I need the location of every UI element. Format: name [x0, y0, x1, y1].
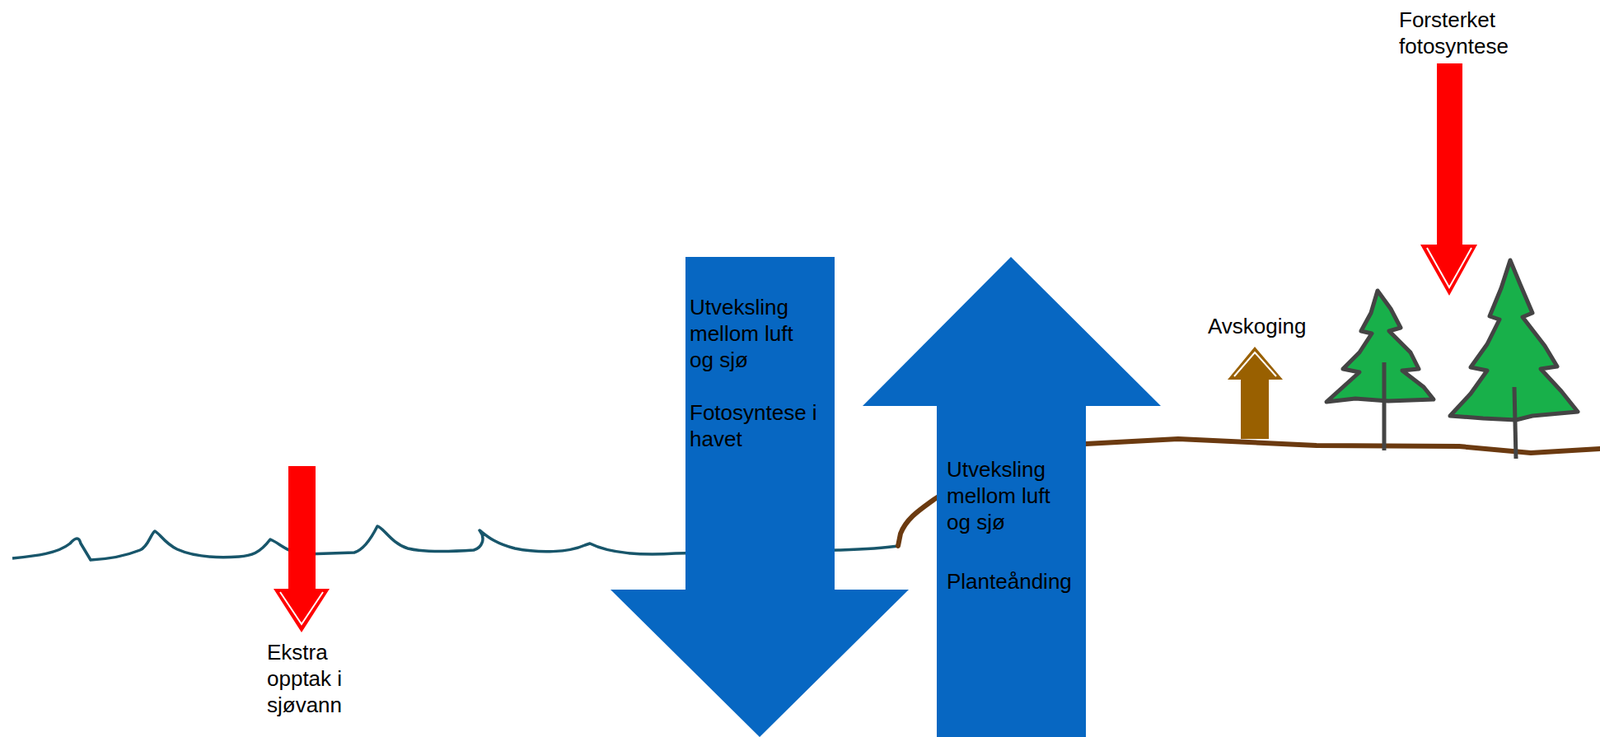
spruce-tree	[1326, 290, 1434, 403]
brown-arrow	[1227, 346, 1283, 440]
flux-arrow: Utveksling mellom luft og sjøFotosyntese…	[610, 257, 909, 737]
arrow-fill	[862, 257, 1161, 737]
arrow-text: Planteånding	[946, 568, 1083, 595]
arrow-text: Fotosyntese i havet	[689, 399, 826, 453]
flux-arrow: Utveksling mellom luft og sjøPlanteåndin…	[862, 257, 1161, 737]
tree-trunk	[1382, 362, 1387, 451]
tree-trunk	[1514, 387, 1516, 459]
arrow-label: Avskoging	[1207, 313, 1340, 340]
arrow-label: Ekstra opptak i sjøvann	[266, 639, 350, 719]
arrow-highlight	[1234, 352, 1277, 377]
red-arrow	[1420, 63, 1478, 296]
arrow-label: Forsterket fotosyntese	[1398, 6, 1523, 60]
arrow-fill	[610, 257, 909, 737]
arrow-highlight	[280, 592, 323, 625]
arrow-highlight	[1426, 247, 1472, 288]
red-arrow	[273, 466, 330, 633]
arrow-text: Utveksling mellom luft og sjø	[689, 294, 805, 374]
arrow-text: Utveksling mellom luft og sjø	[946, 456, 1062, 536]
